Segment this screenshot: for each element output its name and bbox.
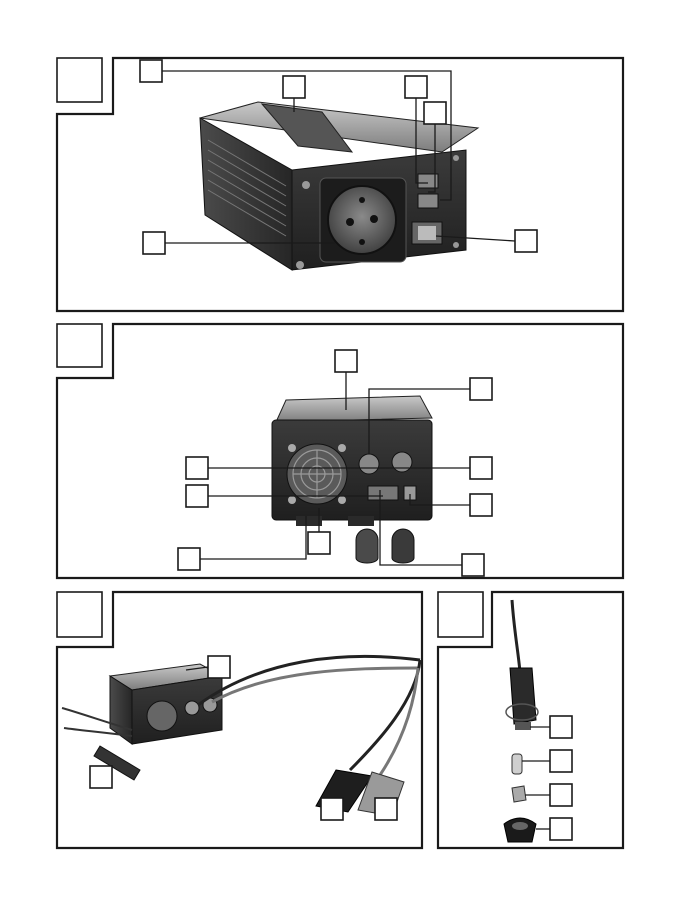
figure-4 (438, 592, 623, 848)
callout-box (424, 102, 446, 124)
lighter-plug-exploded (504, 600, 538, 842)
figure-1-number-box (57, 58, 102, 102)
figure-1 (57, 58, 623, 311)
callout-box (462, 554, 484, 576)
inverter-with-clamps (62, 656, 420, 816)
callout-box (470, 378, 492, 400)
callout-box (335, 350, 357, 372)
inverter-perspective (200, 102, 478, 270)
callout-box (283, 76, 305, 98)
figure-3-number-box (57, 592, 102, 637)
callout-box (308, 532, 330, 554)
callout-box (208, 656, 230, 678)
callout-box (515, 230, 537, 252)
callout-box (375, 798, 397, 820)
callout-box (186, 457, 208, 479)
leader-line (200, 516, 306, 559)
figure-3 (57, 592, 422, 848)
callout-box (143, 232, 165, 254)
figure-2 (57, 324, 623, 578)
callout-box (470, 494, 492, 516)
callout-box (550, 818, 572, 840)
callout-box (550, 750, 572, 772)
callout-box (90, 766, 112, 788)
callout-box (186, 485, 208, 507)
figure-4-number-box (438, 592, 483, 637)
callout-box (178, 548, 200, 570)
inverter-rear-panel (272, 396, 432, 563)
callout-box (550, 716, 572, 738)
callout-box (321, 798, 343, 820)
figure-2-number-box (57, 324, 102, 367)
callout-box (140, 60, 162, 82)
callout-box (550, 784, 572, 806)
callout-box (405, 76, 427, 98)
callout-box (470, 457, 492, 479)
